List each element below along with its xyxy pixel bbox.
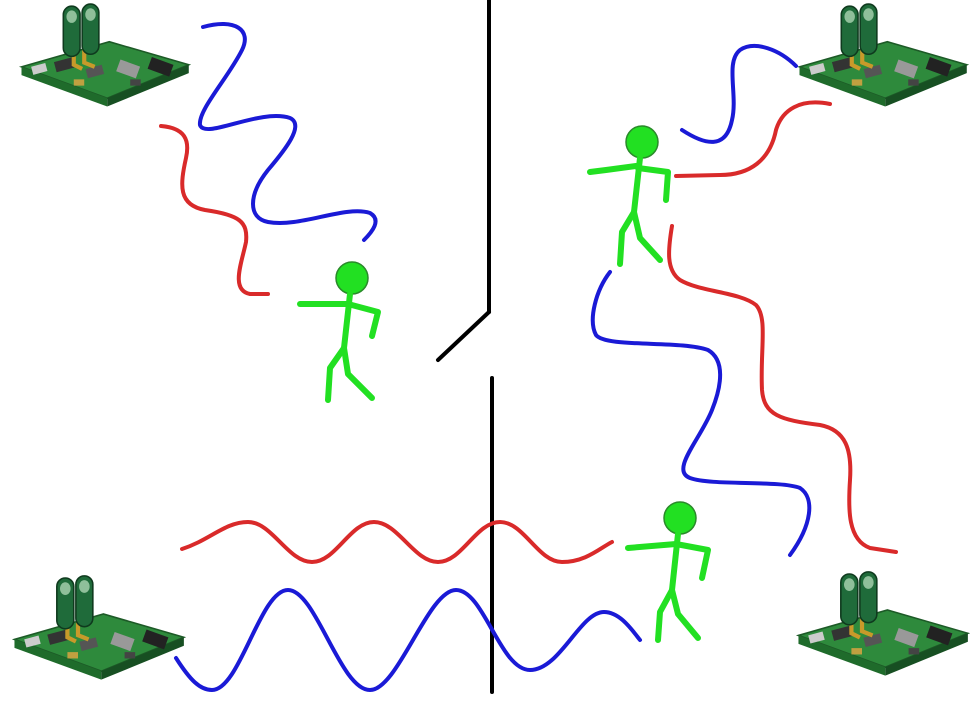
waves-bottom bbox=[174, 520, 642, 692]
wave-red-bottom bbox=[180, 520, 614, 564]
wireless-router-board-icon bbox=[798, 572, 967, 676]
stick-figure-person-icon bbox=[663, 501, 697, 535]
wireless-router-board-icon bbox=[22, 4, 189, 106]
waves-top-right bbox=[590, 44, 898, 557]
router-bottom-left bbox=[14, 576, 183, 680]
wave-red-top-right bbox=[674, 100, 832, 178]
wireless-router-board-icon bbox=[800, 4, 967, 106]
wave-blue-middle-right bbox=[590, 270, 812, 557]
router-top-right bbox=[800, 4, 967, 106]
waves-top-left bbox=[159, 21, 378, 296]
wave-red-top-left bbox=[159, 124, 270, 296]
wireless-router-board-icon bbox=[14, 576, 183, 680]
router-top-left bbox=[22, 4, 189, 106]
stick-figure-person-icon bbox=[625, 125, 659, 159]
person-upper-right-room bbox=[587, 125, 671, 267]
stick-figure-person-icon bbox=[335, 261, 369, 295]
person-upper-left-room bbox=[297, 261, 381, 403]
wall-door-diagonal bbox=[436, 310, 491, 362]
person-lower-right-room bbox=[625, 501, 711, 643]
router-bottom-right bbox=[798, 572, 967, 676]
wave-blue-bottom bbox=[174, 588, 642, 692]
wave-blue-top-left bbox=[197, 21, 378, 242]
wave-red-middle-right bbox=[667, 224, 898, 554]
wave-blue-top-right bbox=[680, 44, 798, 144]
walls bbox=[436, 0, 494, 694]
